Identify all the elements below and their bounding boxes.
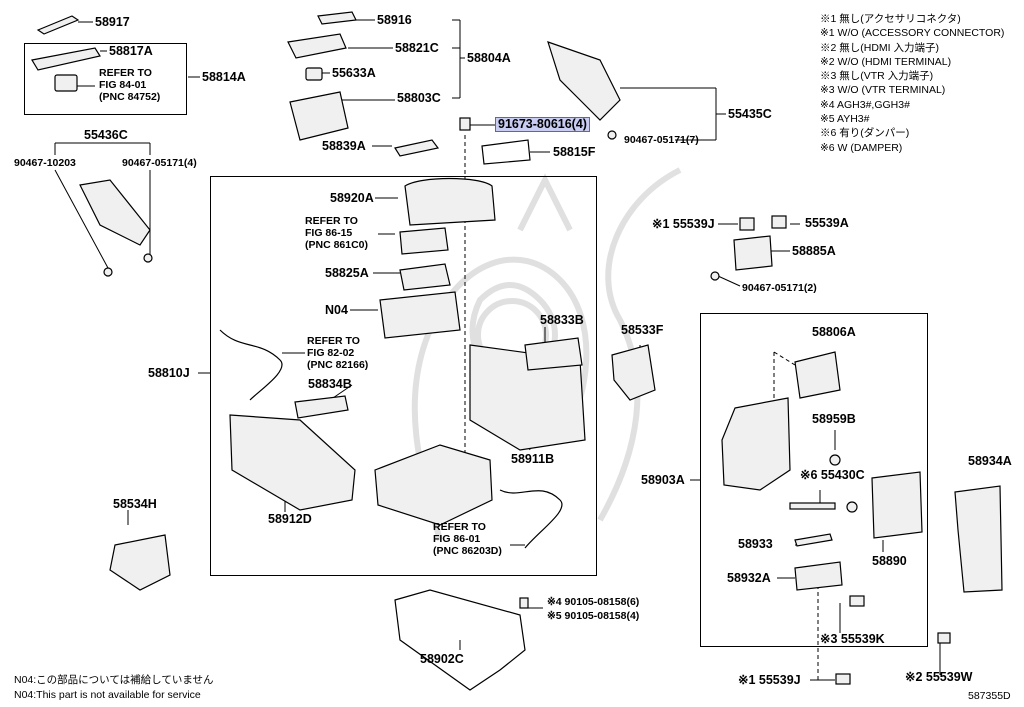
refer-line: REFER TO [305,215,358,227]
inset-frame-58814a [24,43,187,115]
refer-line: (PNC 861C0) [305,239,369,251]
footnote-jp: N04:この部品については補給していません [14,674,214,686]
part-label-58903a[interactable]: 58903A [641,473,685,487]
part-label-58834b[interactable]: 58834B [308,377,352,391]
part-label-58821c[interactable]: 58821C [395,41,439,55]
part-label-58959b[interactable]: 58959B [812,412,856,426]
part-label-90105-08158-6[interactable]: ※4 90105-08158(6) [547,596,640,608]
diagram-code: 587355D [968,690,1011,702]
part-label-58920a[interactable]: 58920A [330,191,374,205]
right-assembly-frame [700,313,928,647]
part-label-55539j-top[interactable]: ※1 55539J [652,217,715,231]
part-label-58814a[interactable]: 58814A [202,70,246,84]
legend-line: ※2 無し(HDMI 入力端子) [820,41,939,54]
legend-line: ※1 W/O (ACCESSORY CONNECTOR) [820,27,1005,40]
part-label-55633a[interactable]: 55633A [332,66,376,80]
refer-fig-86-01[interactable]: REFER TO FIG 86-01 (PNC 86203D) [433,521,502,557]
refer-fig-82-02[interactable]: REFER TO FIG 82-02 (PNC 82166) [307,335,368,371]
refer-line: FIG 86-01 [433,533,481,545]
part-label-58932a[interactable]: 58932A [727,571,771,585]
part-label-58803c[interactable]: 58803C [397,91,441,105]
legend-line: ※4 AGH3#,GGH3# [820,98,910,111]
part-label-55539a[interactable]: 55539A [805,216,849,230]
legend-line: ※2 W/O (HDMI TERMINAL) [820,55,952,68]
refer-fig-86-15[interactable]: REFER TO FIG 86-15 (PNC 861C0) [305,215,368,251]
part-label-58917[interactable]: 58917 [95,15,130,29]
part-label-58804a[interactable]: 58804A [467,51,511,65]
part-label-58534h[interactable]: 58534H [113,497,157,511]
part-label-58933[interactable]: 58933 [738,537,773,551]
part-label-55539w[interactable]: ※2 55539W [905,670,973,684]
part-label-58885a[interactable]: 58885A [792,244,836,258]
part-label-58890[interactable]: 58890 [872,554,907,568]
refer-fig-84-01[interactable]: REFER TO FIG 84-01 (PNC 84752) [99,67,160,103]
refer-line: FIG 86-15 [305,227,353,239]
part-label-55435c[interactable]: 55435C [728,107,772,121]
part-label-90467-05171-4[interactable]: 90467-05171(4) [122,157,197,169]
part-label-58810j[interactable]: 58810J [148,366,190,380]
part-label-58934a[interactable]: 58934A [968,454,1012,468]
part-label-58902c[interactable]: 58902C [420,652,464,666]
refer-line: (PNC 86203D) [433,545,502,557]
part-label-n04[interactable]: N04 [325,303,348,317]
legend-line: ※6 有り(ダンパー) [820,127,910,140]
legend-line: ※3 無し(VTR 入力端子) [820,70,934,83]
legend-line: ※1 無し(アクセサリコネクタ) [820,13,961,25]
part-label-58815f[interactable]: 58815F [553,145,596,159]
part-label-90105-08158-4[interactable]: ※5 90105-08158(4) [547,610,640,622]
part-label-90467-05171-7[interactable]: 90467-05171(7) [624,134,699,146]
part-label-58533f[interactable]: 58533F [621,323,664,337]
footnote-en: N04:This part is not available for servi… [14,689,201,701]
refer-line: (PNC 84752) [99,91,161,103]
refer-line: FIG 84-01 [99,79,147,91]
legend-line: ※5 AYH3# [820,113,870,126]
part-label-58806a[interactable]: 58806A [812,325,856,339]
part-label-58912d[interactable]: 58912D [268,512,312,526]
part-label-55436c[interactable]: 55436C [84,128,128,142]
part-label-58825a[interactable]: 58825A [325,266,369,280]
refer-line: REFER TO [99,67,152,79]
legend-line: ※6 W (DAMPER) [820,141,903,154]
part-label-90467-05171-2[interactable]: 90467-05171(2) [742,282,817,294]
legend: ※1 無し(アクセサリコネクタ) ※1 W/O (ACCESSORY CONNE… [820,12,1004,155]
refer-line: (PNC 82166) [307,359,369,371]
part-label-58839a[interactable]: 58839A [322,139,366,153]
main-assembly-frame [210,176,597,576]
part-label-58817a[interactable]: 58817A [109,44,153,58]
part-label-58916[interactable]: 58916 [377,13,412,27]
refer-line: REFER TO [433,521,486,533]
part-label-55430c[interactable]: ※6 55430C [800,468,865,482]
part-label-58833b[interactable]: 58833B [540,313,584,327]
part-label-90467-10203[interactable]: 90467-10203 [14,157,76,169]
part-label-58911b[interactable]: 58911B [511,452,555,466]
part-label-55539k[interactable]: ※3 55539K [820,632,885,646]
part-label-55539j-bottom[interactable]: ※1 55539J [738,673,801,687]
part-label-91673-80616-highlighted[interactable]: 91673-80616(4) [495,117,590,132]
legend-line: ※3 W/O (VTR TERMINAL) [820,84,946,97]
refer-line: FIG 82-02 [307,347,355,359]
refer-line: REFER TO [307,335,360,347]
